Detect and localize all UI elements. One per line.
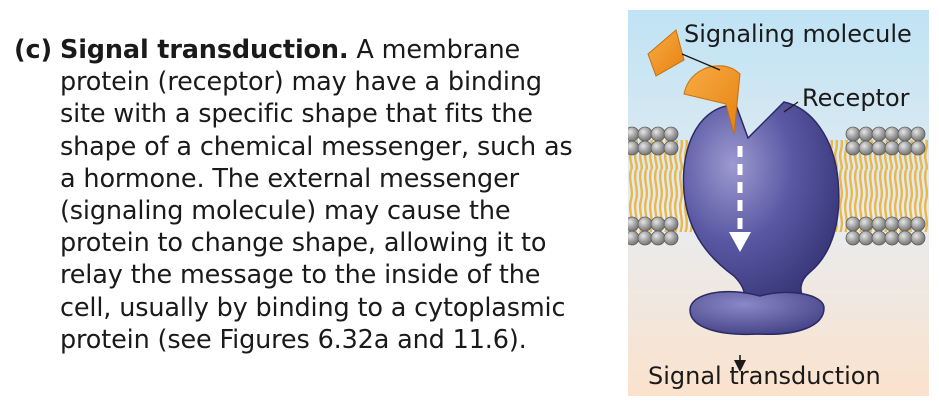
caption-line-5: a hormone. The external messenger — [60, 163, 519, 194]
caption-label: (c) — [14, 35, 52, 65]
phospholipid-head — [897, 230, 913, 246]
phospholipid-head — [871, 140, 887, 156]
caption-line-6: (signaling molecule) may cause the — [60, 196, 511, 227]
phospholipid-head — [845, 216, 861, 232]
phospholipid-head — [663, 126, 679, 142]
phospholipid-head — [637, 140, 653, 156]
phospholipid-head — [910, 126, 926, 142]
caption-line-1: Signal transduction. A membrane — [60, 34, 604, 66]
phospholipid-head — [650, 140, 666, 156]
caption-line-3: site with a specific shape that fits the — [60, 99, 533, 130]
phospholipid-head — [858, 216, 874, 232]
signal-transduction-figure: Signaling molecule Receptor Signal trans… — [628, 10, 929, 396]
signaling-molecule-label: Signaling molecule — [684, 20, 912, 48]
phospholipid-head — [871, 230, 887, 246]
phospholipid-head — [858, 230, 874, 246]
receptor-protein — [682, 101, 840, 336]
signaling-molecule-leader — [681, 53, 721, 71]
phospholipid-head — [663, 216, 679, 232]
caption-line-2: protein (receptor) may have a binding — [60, 67, 542, 98]
phospholipid-heads-outer — [628, 126, 926, 156]
caption-line-9: cell, usually by binding to a cytoplasmi… — [60, 292, 566, 323]
phospholipid-head — [884, 126, 900, 142]
receptor-leader — [783, 101, 799, 113]
phospholipid-head — [897, 140, 913, 156]
output-arrow-head — [734, 360, 746, 372]
phospholipid-head — [650, 216, 666, 232]
leader-lines — [681, 53, 799, 372]
phospholipid-head — [910, 230, 926, 246]
phospholipid-head — [858, 126, 874, 142]
phospholipid-head — [897, 216, 913, 232]
phospholipid-head — [637, 126, 653, 142]
arrow-head — [729, 232, 751, 252]
phospholipid-head — [910, 216, 926, 232]
transduction-arrow — [729, 146, 751, 252]
figure-svg: Signaling molecule Receptor Signal trans… — [628, 10, 929, 396]
phospholipid-head — [845, 126, 861, 142]
caption-line-7: protein to change shape, allowing it to — [60, 228, 547, 259]
phospholipid-head — [650, 126, 666, 142]
caption-line-1-text: A membrane — [348, 35, 520, 65]
receptor-label: Receptor — [802, 84, 910, 112]
signal-transduction-label: Signal transduction — [648, 362, 881, 390]
phospholipid-head — [637, 216, 653, 232]
caption-paragraph: (c) Signal transduction. A membrane prot… — [14, 34, 604, 356]
caption-line-10: protein (see Figures 6.32a and 11.6). — [60, 324, 527, 355]
cytoplasmic-protein — [689, 290, 825, 336]
phospholipid-head — [897, 126, 913, 142]
phospholipid-head — [884, 216, 900, 232]
caption-line-4: shape of a chemical messenger, such as — [60, 131, 573, 162]
caption-line-8: relay the message to the inside of the — [60, 260, 541, 291]
caption-panel: (c) Signal transduction. A membrane prot… — [14, 34, 604, 356]
phospholipid-head — [858, 140, 874, 156]
signaling-molecule-bound — [683, 65, 741, 135]
phospholipid-head — [637, 230, 653, 246]
phospholipid-head — [628, 140, 640, 156]
phospholipid-head — [910, 140, 926, 156]
signaling-molecule-free — [647, 29, 685, 77]
phospholipid-head — [871, 126, 887, 142]
caption-heading: Signal transduction. — [60, 35, 349, 65]
signaling-molecule-group — [647, 29, 741, 135]
phospholipid-head — [628, 126, 640, 142]
phospholipid-head — [884, 230, 900, 246]
phospholipid-head — [628, 230, 640, 246]
phospholipid-head — [663, 230, 679, 246]
phospholipid-head — [628, 216, 640, 232]
phospholipid-head — [650, 230, 666, 246]
phospholipid-head — [845, 140, 861, 156]
phospholipid-head — [663, 140, 679, 156]
phospholipid-head — [884, 140, 900, 156]
phospholipid-heads-inner — [628, 216, 926, 246]
phospholipid-head — [871, 216, 887, 232]
phospholipid-head — [845, 230, 861, 246]
